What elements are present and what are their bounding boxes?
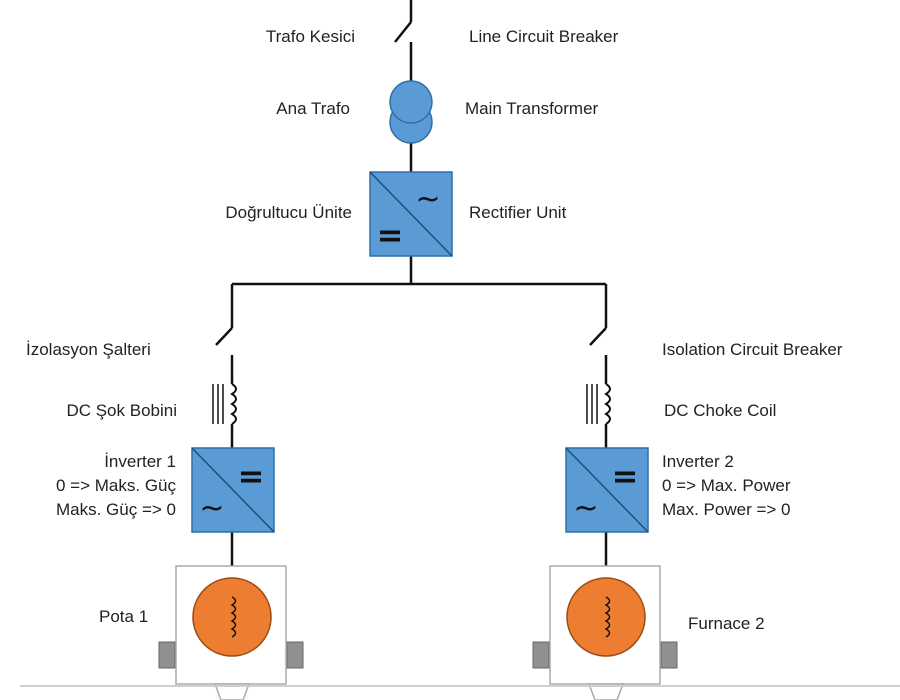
furnace-2-symbol [532, 565, 678, 700]
inverter-1-diagonal [191, 447, 275, 533]
rectifier-label-en: Rectifier Unit [469, 203, 567, 222]
main-transformer-symbol [389, 80, 433, 144]
ac-symbol: ~ [415, 182, 440, 217]
choke-label-tr: DC Şok Bobini [66, 401, 177, 420]
ac-symbol: ~ [199, 491, 224, 526]
transformer-primary-winding [389, 80, 433, 124]
isolation-label-tr: İzolasyon Şalteri [26, 340, 151, 359]
furnace-2-right-foot [660, 641, 678, 669]
inverter-2-symbol: = ~ [565, 447, 649, 533]
furnace-2-crucible [566, 577, 646, 657]
inverter-2-diagonal [565, 447, 649, 533]
inverter-2-label: Inverter 2 0 => Max. Power Max. Power =>… [662, 450, 791, 522]
transformer-label-tr: Ana Trafo [276, 99, 350, 118]
ac-symbol: ~ [573, 491, 598, 526]
line-breaker-label-tr: Trafo Kesici [265, 27, 355, 46]
inverter-2-line-2: 0 => Max. Power [662, 476, 791, 495]
furnace-1-left-foot [158, 641, 176, 669]
rectifier-diagonal [369, 171, 453, 257]
choke-label-en: DC Choke Coil [664, 401, 777, 420]
inverter-1-line-3: Maks. Güç => 0 [56, 500, 176, 519]
right-dc-choke-coil-symbol [586, 383, 611, 425]
furnace-1-induction-coil [230, 596, 237, 638]
furnace-1-spout [213, 683, 251, 700]
right-isolation-switch [589, 327, 607, 346]
furnace-1-right-foot [286, 641, 304, 669]
line-breaker-label-en: Line Circuit Breaker [469, 27, 619, 46]
inverter-2-line-3: Max. Power => 0 [662, 500, 791, 519]
furnace-2-induction-coil [604, 596, 611, 638]
dc-symbol: = [612, 457, 639, 495]
wiring [215, 0, 608, 566]
furnace-2-left-foot [532, 641, 550, 669]
inverter-1-title: İnverter 1 [104, 452, 176, 471]
transformer-label-en: Main Transformer [465, 99, 599, 118]
inverter-1-symbol: = ~ [191, 447, 275, 533]
furnace-2-label: Furnace 2 [688, 614, 765, 633]
dc-symbol: = [377, 216, 404, 254]
left-dc-choke-coil-symbol [212, 383, 237, 425]
inverter-1-label: İnverter 1 0 => Maks. Güç Maks. Güç => 0 [56, 450, 176, 522]
rectifier-label-tr: Doğrultucu Ünite [225, 203, 352, 222]
left-isolation-switch [215, 327, 233, 346]
inverter-1-line-2: 0 => Maks. Güç [56, 476, 176, 495]
inverter-2-title: Inverter 2 [662, 452, 734, 471]
dc-symbol: = [238, 457, 265, 495]
furnace-1-symbol [158, 565, 304, 700]
isolation-label-en: Isolation Circuit Breaker [662, 340, 843, 359]
choke-winding [604, 383, 611, 425]
furnace-1-crucible [192, 577, 272, 657]
choke-winding [230, 383, 237, 425]
furnace-1-label: Pota 1 [99, 607, 149, 626]
rectifier-unit-symbol: ~ = [369, 171, 453, 257]
line-circuit-breaker-switch [394, 21, 412, 43]
furnace-2-spout [587, 683, 625, 700]
